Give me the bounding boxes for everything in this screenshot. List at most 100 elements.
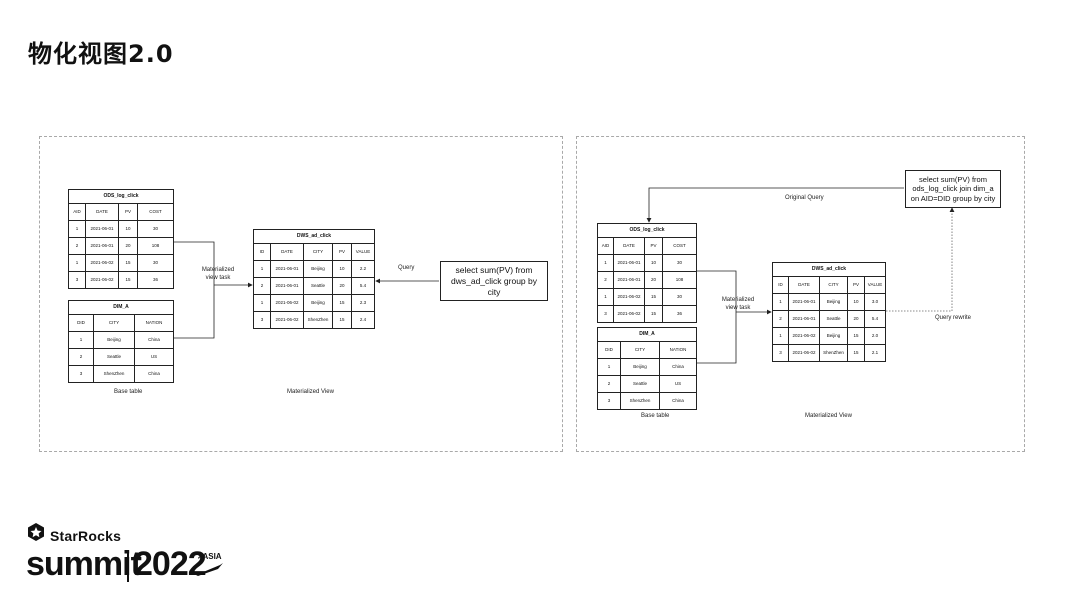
cell: 2 [68,237,86,255]
cell: 2021-06-01 [788,310,820,328]
right-query-box: select sum(PV) from ods_log_click join d… [905,170,1001,208]
cell: 1 [253,294,271,312]
cell: China [134,365,174,383]
cell: 3 [597,392,621,410]
cell: 1 [68,220,86,238]
cell: 15 [847,344,865,362]
table-title: ODS_log_click [597,223,697,237]
summit-year: 2022 [134,545,207,583]
cell: 2021-06-01 [613,254,645,272]
cell: 30 [662,288,697,306]
table-header: ID [772,276,789,294]
cell: 1 [253,260,271,278]
asia-tag: #ASIA [198,552,222,561]
cell: 2.4 [351,311,375,329]
table-header: DATE [85,203,119,221]
left-mv-caption: Materialized View [287,389,334,395]
cell: 5.4 [351,277,375,295]
cell: 1 [597,358,621,376]
table-header: VALUE [351,243,375,261]
cell: 1 [68,254,86,272]
cell: 10 [332,260,352,278]
cell: Beijing [303,294,333,312]
cell: US [659,375,697,393]
brand-name: StarRocks [50,528,122,544]
cell: 5.4 [864,310,886,328]
cell: 2.0 [864,327,886,345]
cell: Beijing [819,327,848,345]
table-header: DID [597,341,621,359]
left-mv-task-label: Materialized view task [201,267,235,281]
cell: 2021-06-02 [788,344,820,362]
table-header: CITY [303,243,333,261]
cell: 20 [847,310,865,328]
right-base-table-caption: Base table [641,413,670,419]
cell: 10 [644,254,663,272]
cell: 3 [68,271,86,289]
cell: 10 [118,220,138,238]
cell: ShenZhen [819,344,848,362]
cell: Beijing [620,358,660,376]
cell: China [134,331,174,349]
cell: 15 [332,311,352,329]
cell: 30 [662,254,697,272]
cell: 2021-06-01 [788,293,820,311]
cell: Beijing [93,331,135,349]
cell: 1 [597,288,614,306]
cell: 2021-06-02 [270,294,304,312]
cell: 20 [118,237,138,255]
table-header: PV [847,276,865,294]
cell: 108 [662,271,697,289]
table-title: DIM_A [597,327,697,341]
cell: 3 [597,305,614,323]
cell: ShenZhen [93,365,135,383]
table-header: PV [118,203,138,221]
summit-wordmark: summit [26,545,142,583]
cell: 10 [847,293,865,311]
cell: Seattle [620,375,660,393]
table-header: DATE [788,276,820,294]
table-header: VALUE [864,276,886,294]
cell: 2021-06-01 [270,260,304,278]
left-diagram-panel [39,136,563,452]
cell: China [659,358,697,376]
cell: 3 [68,365,94,383]
cell: 108 [137,237,174,255]
cell: 2 [772,310,789,328]
cell: 15 [332,294,352,312]
table-title: DIM_A [68,300,174,314]
cell: 2021-06-02 [613,288,645,306]
right-original-query-label: Original Query [785,195,824,201]
right-query-rewrite-label: Query rewrite [935,315,972,321]
cell: 2021-06-02 [270,311,304,329]
table-header: CITY [93,314,135,332]
cell: 2.3 [351,294,375,312]
cell: 15 [118,271,138,289]
cell: Seattle [93,348,135,366]
cell: 2021-06-02 [85,271,119,289]
cell: 36 [137,271,174,289]
right-diagram-panel [576,136,1025,452]
table-title: ODS_log_click [68,189,174,203]
cell: Seattle [819,310,848,328]
cell: 15 [644,288,663,306]
cell: 2 [68,348,94,366]
left-query-box: select sum(PV) from dws_ad_click group b… [440,261,548,301]
cell: 30 [137,220,174,238]
table-header: PV [332,243,352,261]
cell: 2 [597,375,621,393]
